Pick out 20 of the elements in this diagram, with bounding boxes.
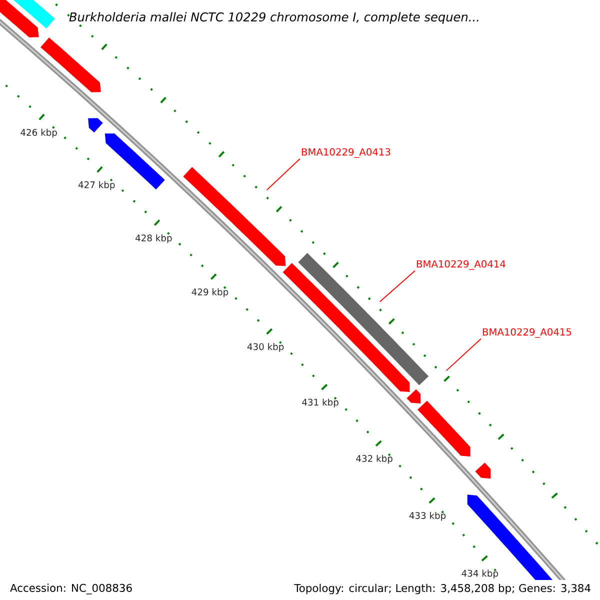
leader-line bbox=[266, 158, 300, 190]
leader-line bbox=[379, 270, 416, 302]
gene-label: BMA10229_A0414 bbox=[416, 260, 506, 270]
scale-label: 427 kbp bbox=[78, 181, 115, 190]
gene-marker bbox=[282, 262, 410, 392]
scale-label: 430 kbp bbox=[247, 343, 284, 352]
gene-marker bbox=[183, 167, 286, 266]
gene-label: BMA10229_A0415 bbox=[482, 328, 572, 338]
accession-text: Accession: NC_008836 bbox=[10, 584, 132, 594]
leader-line bbox=[446, 338, 482, 372]
scale-label: 434 kbp bbox=[462, 570, 498, 578]
scale-label: 432 kbp bbox=[356, 454, 392, 464]
title-text: Burkholderia mallei NCTC 10229 chromosome I, complete sequen... bbox=[69, 12, 478, 24]
scale-label: 428 kbp bbox=[136, 234, 172, 244]
scale-label: 433 kbp bbox=[409, 512, 446, 521]
scale-label: 426 kbp bbox=[20, 128, 57, 138]
gene-marker bbox=[406, 389, 421, 404]
gene-label: BMA10229_A0413 bbox=[302, 148, 390, 158]
genome-summary-text: Topology: circular; Length: 3,458,208 bp; Genes: 3,384 bbox=[294, 584, 590, 594]
scale-label: 429 kbp bbox=[192, 288, 228, 298]
